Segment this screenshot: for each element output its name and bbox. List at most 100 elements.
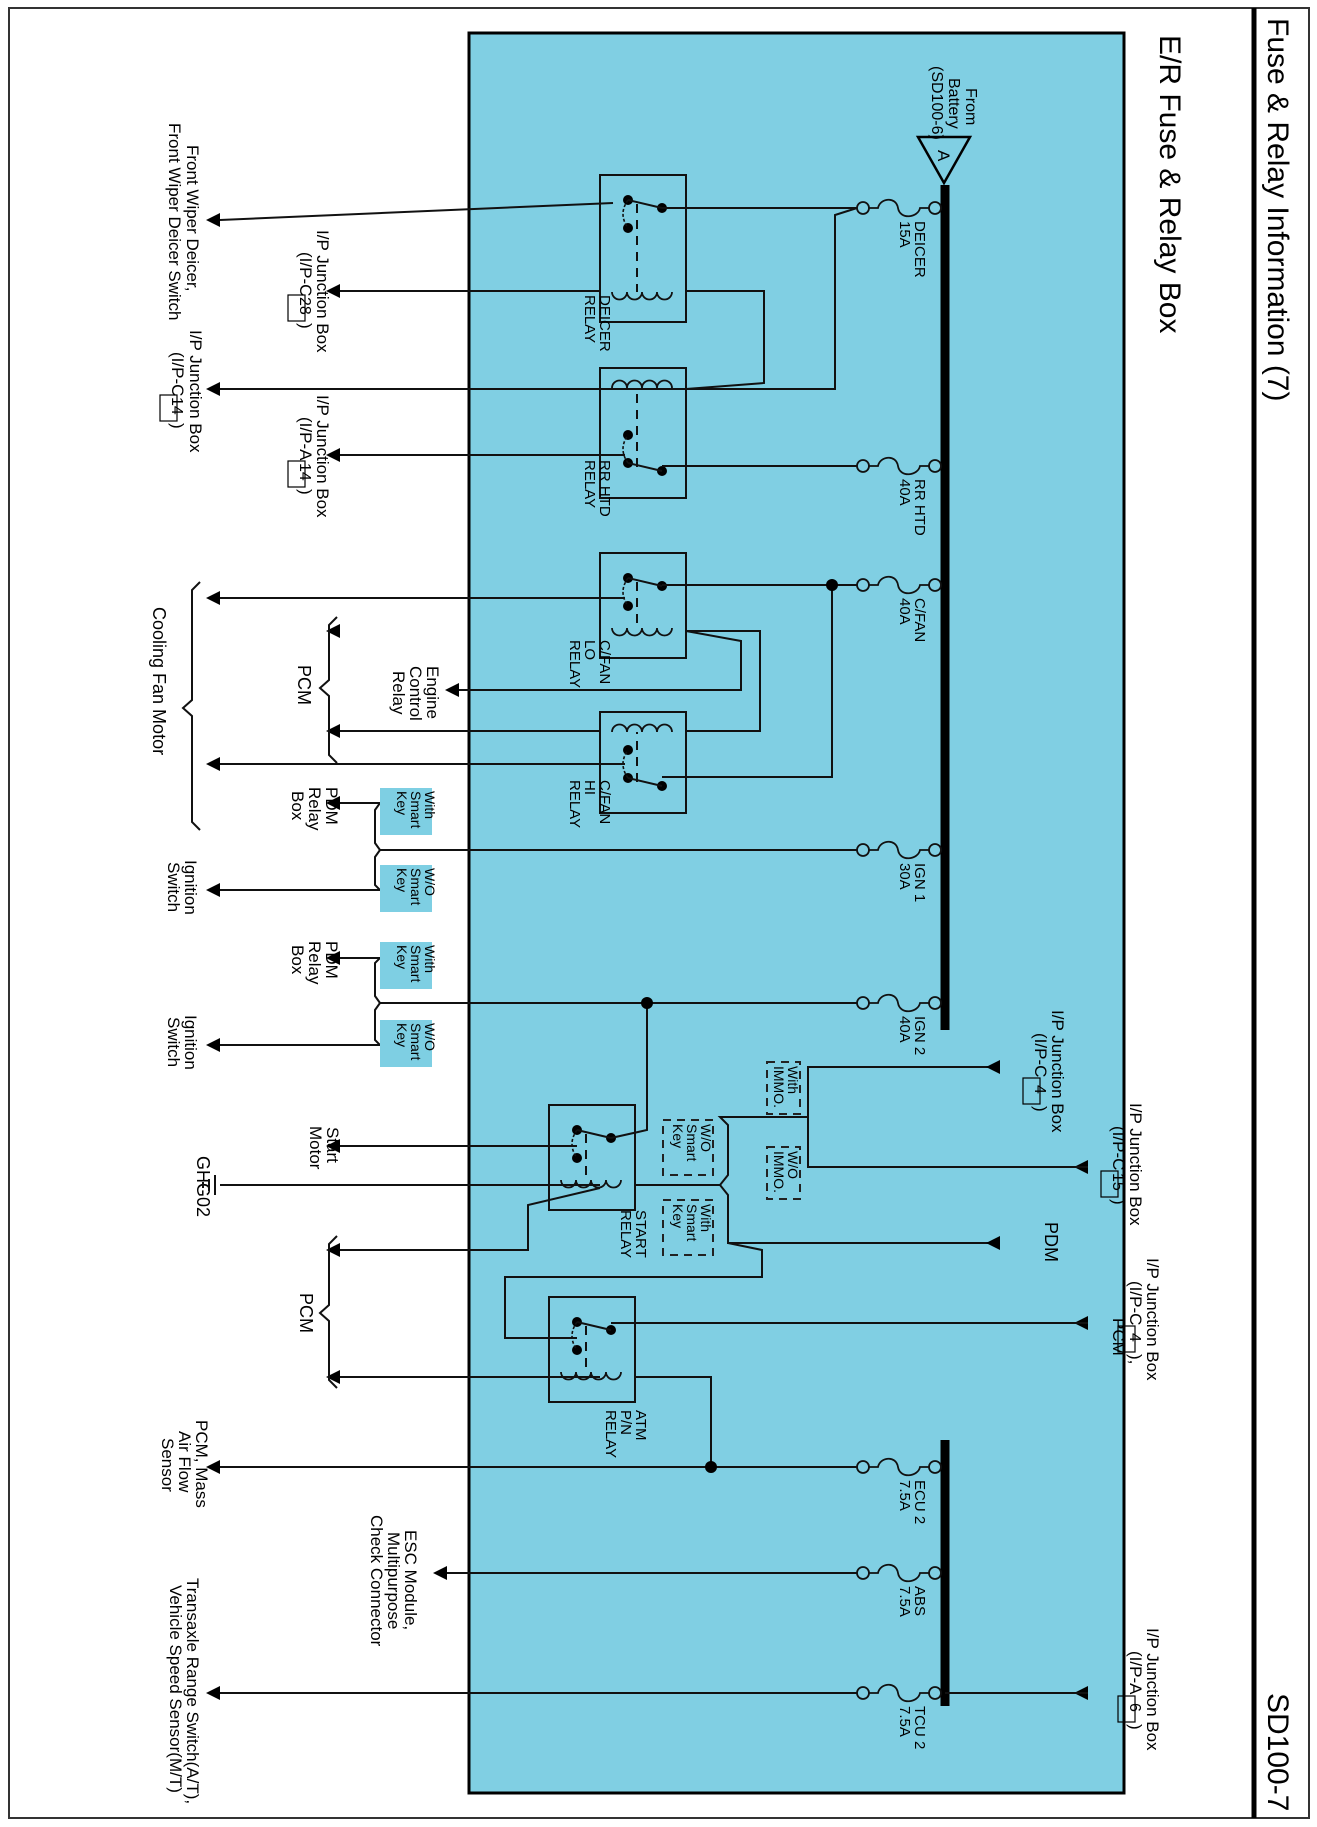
source-line-3: (SD100-6) xyxy=(928,66,945,140)
wire xyxy=(807,1117,1000,1168)
dest-ipjb-c4-pcm-1: I/P Junction Box xyxy=(1143,1258,1162,1381)
dest-transaxle-a: Transaxle Range Switch(A/T), xyxy=(183,1578,202,1804)
junction-dot xyxy=(826,579,838,591)
section-subtitle: E/R Fuse & Relay Box xyxy=(1153,35,1186,333)
tag-text: With xyxy=(698,1204,714,1232)
dest-ipjb-a6-2: (I/P-A xyxy=(1126,1651,1145,1695)
dest-ecr-1: Engine xyxy=(423,666,442,719)
dest-ecr-2: Control xyxy=(406,666,425,721)
arrow-input-icon xyxy=(986,1060,1000,1074)
braces xyxy=(181,581,338,1389)
contact-arc xyxy=(622,199,629,229)
dest-pdm-relay-box-1-a: PDM xyxy=(322,787,341,825)
tag-text: Key xyxy=(394,868,410,892)
wire xyxy=(717,1066,1000,1186)
page-frame xyxy=(8,7,1310,1819)
dest-ipjb-a6-pin: 6 xyxy=(1126,1703,1143,1712)
contact-arc xyxy=(622,434,629,464)
tag-text: W/O xyxy=(698,1124,714,1152)
tag-text: With xyxy=(422,945,438,973)
dest-ipjb-c4-pcm-2: (I/P-C xyxy=(1126,1281,1145,1325)
dest-start-motor-a: Start xyxy=(323,1127,342,1163)
wire xyxy=(635,1376,712,1465)
dest-pdm-relay-box-1-c: Box xyxy=(288,791,307,821)
dest-esc-b: Multipurpose xyxy=(384,1532,403,1629)
relay-box xyxy=(548,1296,636,1403)
paren: ) xyxy=(1126,1724,1145,1730)
wire xyxy=(600,290,765,390)
switch-arm xyxy=(627,577,663,587)
dest-ipjb-c14-2: (I/P-C xyxy=(168,352,187,396)
fuse-rating: 7.5A xyxy=(896,1706,913,1737)
pin-box xyxy=(1117,1695,1136,1723)
arrow-left-icon xyxy=(326,448,340,462)
dest-ipjb-c15-pin: 15 xyxy=(1109,1173,1126,1191)
tag-text: W/O xyxy=(785,1151,801,1179)
dest-pcm-maf-b: Air Flow xyxy=(175,1431,194,1493)
dest-ipjb-c4-pcm-3: PCM xyxy=(1109,1318,1128,1356)
switch-arm xyxy=(627,462,663,472)
fuse-name: DEICER xyxy=(911,221,928,278)
dest-ipjb-c28-2: (I/P-C xyxy=(296,252,315,296)
fuse-rating: 7.5A xyxy=(896,1586,913,1617)
dest-ipjb-a14-2: (I/P-A xyxy=(296,417,315,461)
wire xyxy=(340,1187,601,1251)
tag-text: Smart xyxy=(408,868,424,905)
tag-bg xyxy=(380,942,432,989)
relay-label: RR HTD xyxy=(596,460,613,517)
source-line-2: Battery xyxy=(945,78,962,129)
relay-label: RELAY xyxy=(566,640,583,688)
fuse-name: IGN 2 xyxy=(911,1016,928,1055)
relay-box xyxy=(599,552,687,659)
arrow-left-icon xyxy=(326,624,340,638)
switch-arm xyxy=(576,1321,612,1331)
tag-bg xyxy=(380,1020,432,1067)
paren: ), xyxy=(1126,1354,1145,1364)
paren: ) xyxy=(296,489,315,495)
relay-coil-icon xyxy=(611,291,673,301)
fuse-icon xyxy=(869,1457,929,1477)
dest-pdm-relay-box-2-c: Box xyxy=(288,945,307,975)
tag-text: W/O xyxy=(422,868,438,896)
contact-arc xyxy=(571,1321,578,1351)
arrow-left-icon xyxy=(326,951,340,965)
dest-pdm-relay-box-2-a: PDM xyxy=(322,941,341,979)
dest-pcm-2: PCM xyxy=(296,1293,316,1333)
dest-ign-switch-1-a: Ignition xyxy=(181,860,200,915)
dest-esc-c: Check Connector xyxy=(367,1515,386,1647)
tag-border xyxy=(662,1199,714,1256)
pin-box xyxy=(1117,1325,1136,1353)
relay-label: HI xyxy=(581,780,598,795)
pin-box xyxy=(1022,1077,1041,1105)
wires xyxy=(219,202,1000,1694)
tag-text: Key xyxy=(394,1023,410,1047)
fuse-rating: 40A xyxy=(896,479,913,506)
wire xyxy=(504,1242,763,1339)
wire xyxy=(220,1002,383,1046)
dest-ipjb-a14-pin: 14 xyxy=(296,463,313,481)
arrow-left-icon xyxy=(433,1566,447,1580)
arrow-left-icon xyxy=(206,382,220,396)
relay-label: ATM xyxy=(632,1410,649,1441)
dest-front-wiper-2: Front Wiper Deicer Switch xyxy=(165,123,184,320)
wire xyxy=(662,585,833,778)
dest-esc-a: ESC Module, xyxy=(401,1530,420,1630)
er-fuse-relay-box xyxy=(467,31,1126,1795)
dest-ipjb-c4-top-1: I/P Junction Box xyxy=(1048,1010,1067,1133)
battery-connector-icon xyxy=(915,135,973,186)
relay-label: LO xyxy=(581,640,598,660)
junction-dot xyxy=(641,997,653,1009)
arrow-left-icon xyxy=(206,591,220,605)
relay-coil-icon xyxy=(560,1179,622,1189)
paren: ) xyxy=(1109,1199,1128,1205)
dest-ipjb-c28-1: I/P Junction Box xyxy=(313,230,332,353)
tag-text: Smart xyxy=(408,1023,424,1060)
relay-coil-icon xyxy=(611,627,673,637)
fuse-name: RR HTD xyxy=(911,479,928,536)
dest-start-motor-b: Motor xyxy=(306,1126,325,1170)
